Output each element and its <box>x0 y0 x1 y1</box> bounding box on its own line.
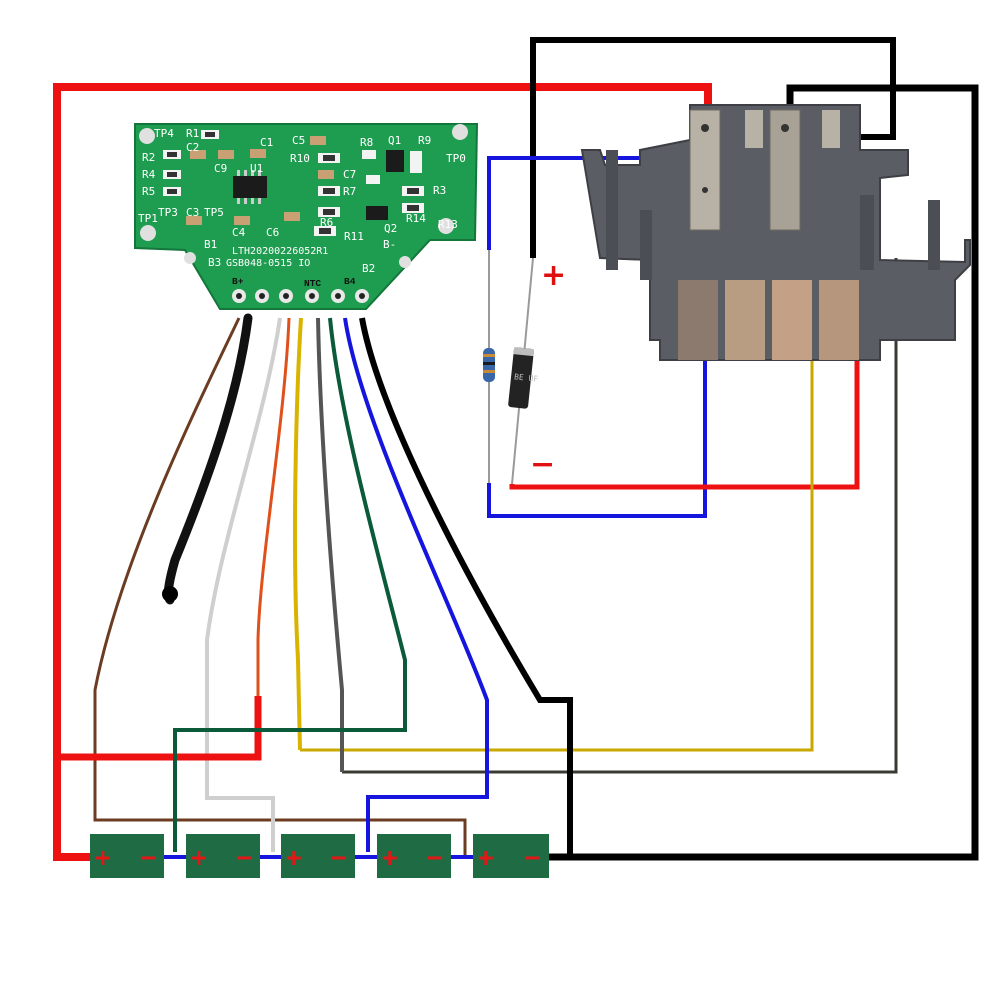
label-q1: Q1 <box>388 134 401 147</box>
wire-orange <box>256 317 291 700</box>
label-b-minus: B- <box>383 238 396 251</box>
label-r4: R4 <box>142 168 156 181</box>
label-tp5: TP5 <box>204 206 224 219</box>
battery-cell-4: + − <box>377 834 451 878</box>
battery-cell-2: + − <box>186 834 260 878</box>
contact-1 <box>678 280 718 360</box>
label-b-plus: B+ <box>232 276 244 287</box>
cell-3-minus: − <box>331 843 347 873</box>
cell-4-plus: + <box>382 843 398 873</box>
wire-brown <box>93 317 467 857</box>
label-ntc: NTC <box>304 278 321 289</box>
label-c4: C4 <box>232 226 246 239</box>
cell-1-minus: − <box>140 843 156 873</box>
label-c2: C2 <box>186 141 199 154</box>
cell-3-plus: + <box>286 843 302 873</box>
label-u1: U1 <box>250 162 263 175</box>
label-part-line2: GSB048-0515 IO <box>226 258 310 269</box>
label-r3: R3 <box>433 184 446 197</box>
contact-3 <box>772 280 812 360</box>
label-r5: R5 <box>142 185 155 198</box>
battery-cell-5: + − <box>473 834 549 878</box>
diode-marking: BE UF <box>514 372 539 383</box>
label-q2: Q2 <box>384 222 397 235</box>
label-tp3: TP3 <box>158 206 178 219</box>
label-b4: B4 <box>344 276 356 287</box>
label-part-line1: LTH20200226052R1 <box>232 246 328 257</box>
wire-black-diode-loop <box>530 37 896 258</box>
wire-red-diode-minus <box>509 258 860 490</box>
cell-1-plus: + <box>95 843 111 873</box>
battery-cell-1: + − <box>90 834 164 878</box>
label-r8: R8 <box>360 136 373 149</box>
label-r6: R6 <box>320 216 333 229</box>
label-b2: B2 <box>362 262 375 275</box>
label-c1: C1 <box>260 136 273 149</box>
wire-black <box>359 317 573 857</box>
cell-5-plus: + <box>478 843 494 873</box>
diode-resistor-assembly: BE UF + − <box>483 250 566 485</box>
wire-red-main <box>53 83 712 861</box>
wire-yellow <box>292 317 303 751</box>
label-b1: B1 <box>204 238 217 251</box>
bms-pcb: TP4 R1 C2 R2 R4 R5 C9 C1 U1 C5 R10 R8 Q1… <box>134 123 479 310</box>
contact-2 <box>725 280 765 360</box>
pcb-solder-pads <box>232 289 369 303</box>
label-tp0: TP0 <box>446 152 466 165</box>
label-tp4: TP4 <box>154 127 174 140</box>
wire-blue <box>343 317 489 852</box>
label-r14: R14 <box>406 212 426 225</box>
wire-ntc-black <box>163 313 253 605</box>
wire-yellow-connector <box>300 258 814 752</box>
pcb-silkscreen: TP4 R1 C2 R2 R4 R5 C9 C1 U1 C5 R10 R8 Q1… <box>138 127 466 289</box>
battery-cell-string: + − + − + − + − + − <box>90 834 549 878</box>
cell-2-minus: − <box>236 843 252 873</box>
label-r11: R11 <box>344 230 364 243</box>
cell-2-plus: + <box>191 843 207 873</box>
label-r2: R2 <box>142 151 155 164</box>
ic-chip <box>233 176 267 198</box>
wire-green <box>173 317 407 852</box>
label-r9: R9 <box>418 134 431 147</box>
contact-4 <box>819 280 859 360</box>
label-c5: C5 <box>292 134 305 147</box>
label-r10: R10 <box>290 152 310 165</box>
label-b3: B3 <box>208 256 221 269</box>
label-tp1: TP1 <box>138 212 158 225</box>
smd-components <box>163 130 424 236</box>
wire-red-b-plus <box>57 696 262 761</box>
label-r13: R13 <box>438 218 458 231</box>
label-c6: C6 <box>266 226 279 239</box>
label-c3: C3 <box>186 206 199 219</box>
label-c7: C7 <box>343 168 356 181</box>
label-c9: C9 <box>214 162 227 175</box>
label-r1: R1 <box>186 127 199 140</box>
terminal-connector-block <box>580 104 971 361</box>
battery-cell-3: + − <box>281 834 355 878</box>
label-r7: R7 <box>343 185 356 198</box>
cell-5-minus: − <box>524 843 540 873</box>
wire-white <box>205 317 282 852</box>
cell-4-minus: − <box>427 843 443 873</box>
ntc-thermistor <box>162 586 178 602</box>
wire-gray-connector <box>342 258 898 774</box>
diode: BE UF <box>508 347 539 409</box>
diode-minus-sign: − <box>530 447 555 482</box>
diode-plus-sign: + <box>541 258 566 293</box>
wire-gray <box>316 317 344 772</box>
